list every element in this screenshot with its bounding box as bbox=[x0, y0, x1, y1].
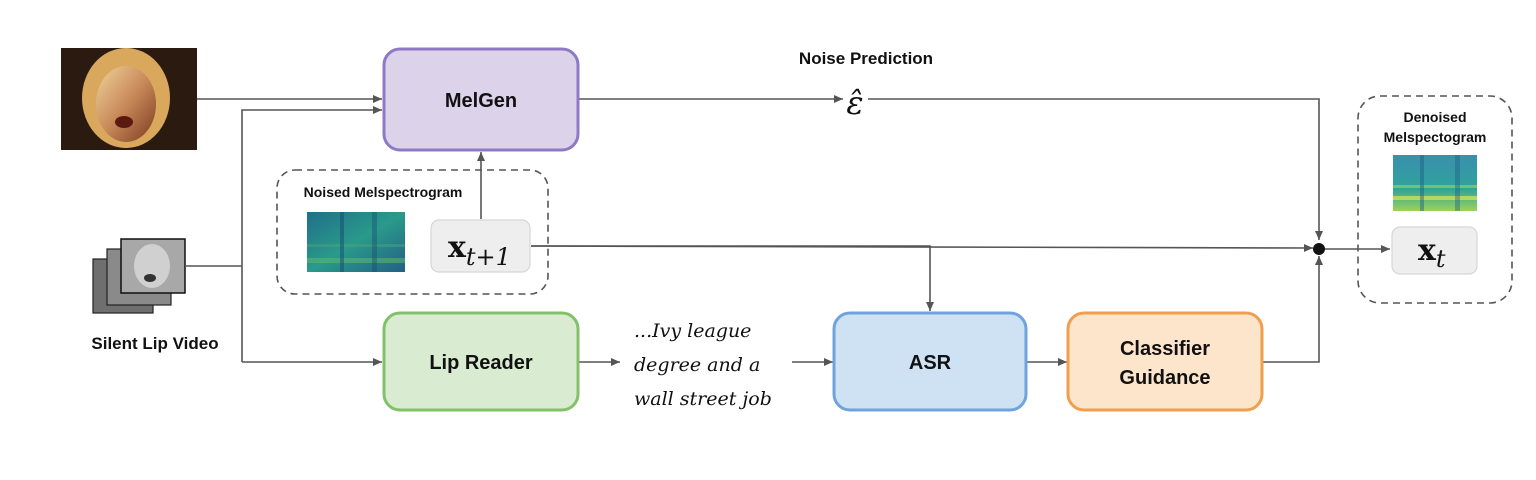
classifier-label-line-2: Guidance bbox=[1119, 367, 1210, 389]
asr-block bbox=[832, 311, 1028, 412]
transcript-line-3: wall street job bbox=[634, 388, 772, 410]
noised-spectrogram-image bbox=[307, 212, 405, 272]
x-t-math: xt bbox=[1418, 233, 1446, 273]
x-t-plus-1-box bbox=[430, 219, 531, 273]
melgen-block bbox=[382, 47, 580, 152]
epsilon-hat-symbol: ε̂ bbox=[846, 84, 863, 122]
noised-mel-label: Noised Melspectrogram bbox=[304, 184, 463, 200]
transcript-line-1: ...Ivy league bbox=[634, 320, 751, 342]
asr-label: ASR bbox=[909, 352, 952, 374]
face-photo bbox=[61, 48, 197, 150]
noise-prediction-label: Noise Prediction bbox=[799, 49, 933, 68]
denoised-spectrogram-image bbox=[1393, 155, 1477, 211]
denoised-label-line-2: Melspectogram bbox=[1384, 129, 1487, 145]
lip-reader-label: Lip Reader bbox=[429, 352, 533, 374]
lip-video-frames bbox=[92, 238, 186, 314]
classifier-guidance-block bbox=[1066, 311, 1264, 412]
x-t-box bbox=[1391, 226, 1478, 275]
lip-reader-block bbox=[382, 311, 580, 412]
classifier-label-line-1: Classifier bbox=[1120, 338, 1210, 360]
connectors bbox=[185, 95, 1390, 366]
sum-junction bbox=[1313, 243, 1325, 255]
denoised-label-line-1: Denoised bbox=[1403, 109, 1466, 125]
noised-mel-group bbox=[276, 169, 549, 295]
silent-lip-video-label: Silent Lip Video bbox=[91, 334, 218, 353]
denoised-mel-group bbox=[1357, 95, 1513, 304]
melgen-label: MelGen bbox=[445, 90, 517, 112]
x-t-plus-1-math: xt+1 bbox=[448, 230, 511, 271]
transcript-line-2: degree and a bbox=[634, 354, 760, 376]
